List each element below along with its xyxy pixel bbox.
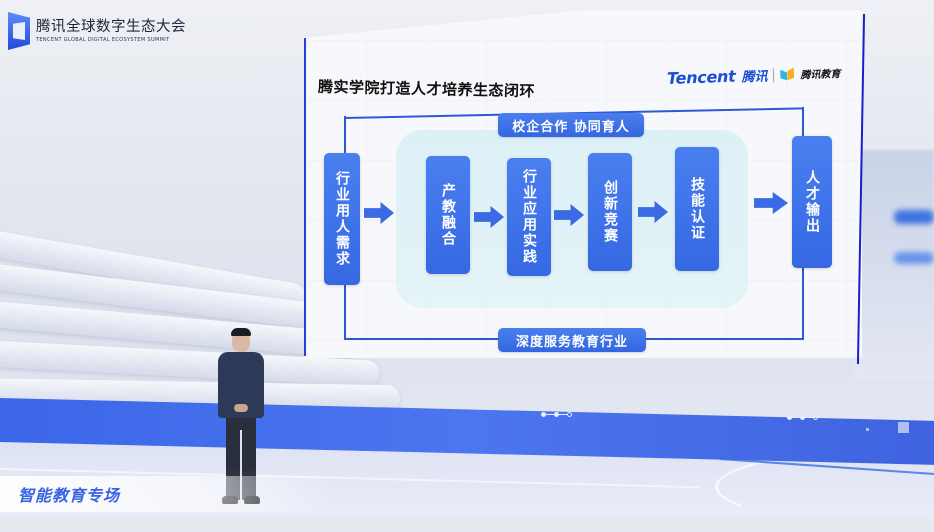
square-decoration [866, 428, 869, 431]
tencent-logo-en: Tencent [666, 66, 736, 89]
session-title: 智能教育专场 [18, 486, 121, 505]
step-box-industry-demand: 行业用人需求 [324, 153, 360, 285]
presentation-screen: 腾实学院打造人才培养生态闭环 Tencent 腾讯 腾讯教育 校企合作 协同育人… [304, 10, 866, 364]
summit-logo: 腾讯全球数字生态大会 TENCENT GLOBAL DIGITAL ECOSYS… [8, 12, 186, 50]
square-decoration [898, 422, 909, 433]
loop-label-bottom: 深度服务教育行业 [498, 328, 646, 352]
summit-title-en: TENCENT GLOBAL DIGITAL ECOSYSTEM SUMMIT [36, 37, 170, 43]
right-wall-light [894, 252, 934, 264]
tencent-edu-label: 腾讯教育 [799, 68, 841, 82]
dots-decoration [541, 412, 572, 417]
step-box-certification: 技能认证 [675, 147, 719, 271]
right-wall-light [894, 210, 934, 224]
dots-decoration [787, 415, 818, 420]
step-box-talent-output: 人才输出 [792, 136, 832, 268]
tencent-edu-icon [780, 67, 794, 81]
summit-title-cn: 腾讯全球数字生态大会 [36, 19, 186, 35]
screen-frame-left [304, 38, 306, 356]
right-wall [854, 150, 934, 380]
summit-logo-icon [8, 12, 30, 50]
step-box-competition: 创新竞赛 [588, 153, 632, 271]
step-box-industry-education: 产教融合 [426, 156, 470, 274]
tencent-logo-cn: 腾讯 [740, 69, 768, 86]
loop-label-top: 校企合作 协同育人 [498, 113, 644, 137]
brand-divider [772, 67, 775, 82]
lower-third: 智能教育专场 [0, 476, 340, 512]
step-box-practice: 行业应用实践 [507, 158, 551, 276]
